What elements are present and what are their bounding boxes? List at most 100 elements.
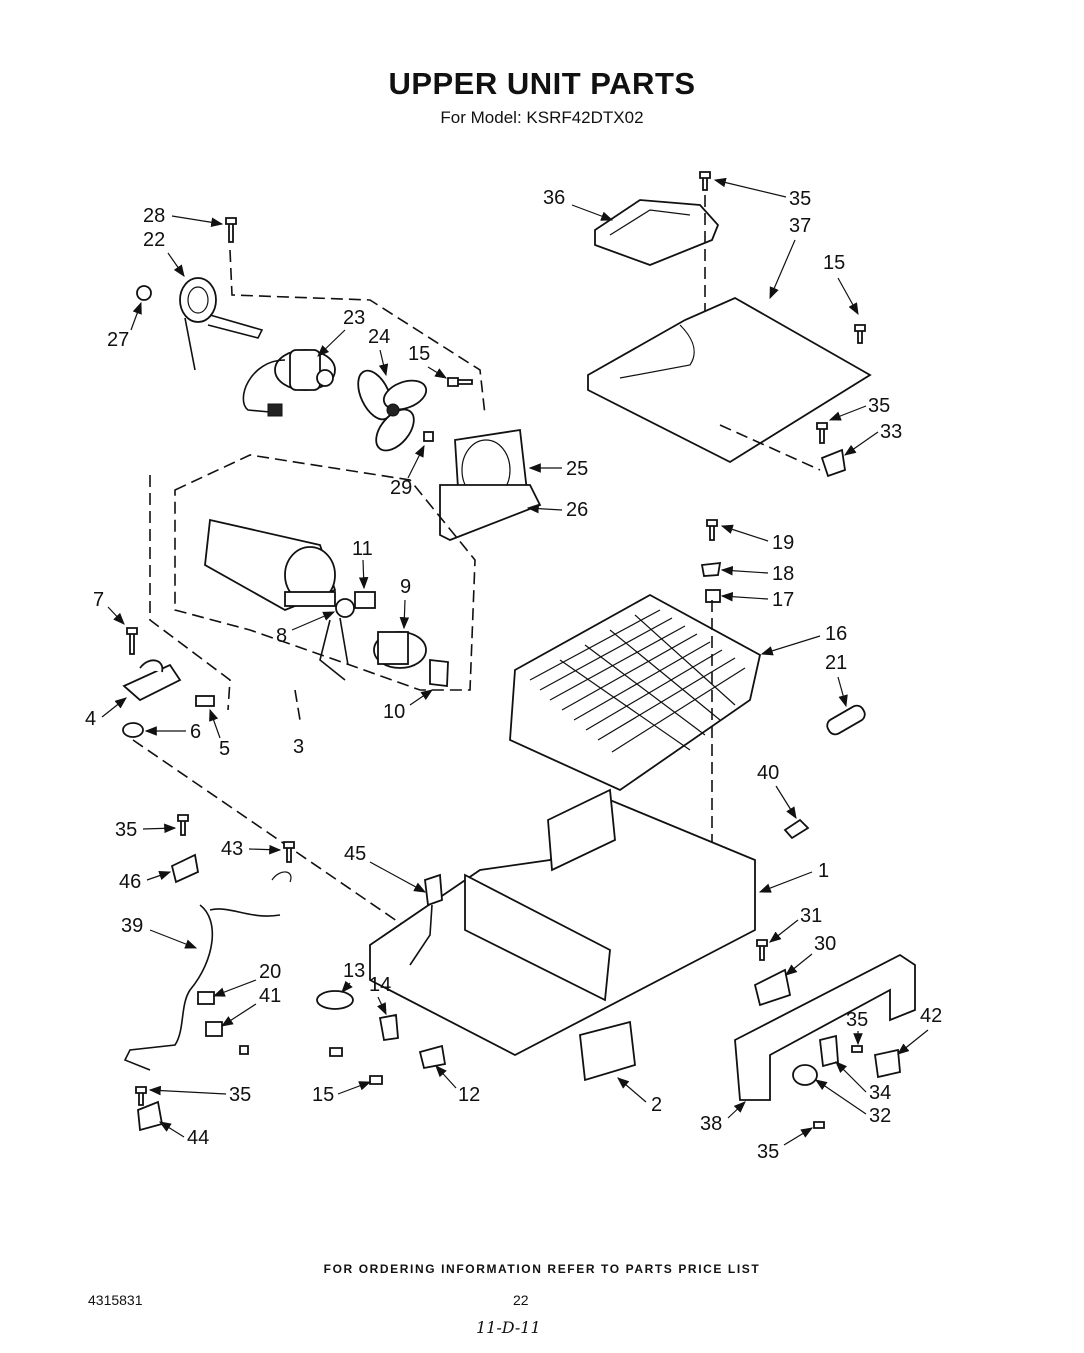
screw-15b-part [854, 324, 866, 344]
bracket-33-part [820, 448, 847, 478]
callout-46: 46 [119, 871, 141, 893]
callout-23: 23 [343, 307, 365, 329]
bracket-14-part [378, 1013, 399, 1042]
coil-16-part [509, 593, 762, 792]
compressor-assembly [149, 454, 476, 721]
callout-35f: 35 [757, 1141, 779, 1163]
compressor-mount-items [122, 627, 411, 931]
top-panel-assembly [587, 171, 872, 478]
screw-7-part [126, 627, 138, 655]
callout-40: 40 [757, 762, 779, 784]
screw-15c-part [329, 1047, 343, 1057]
callout-30: 30 [814, 933, 836, 955]
callout-7: 7 [93, 589, 104, 611]
cover-2-part [579, 1020, 636, 1082]
clip-44-part [137, 1100, 164, 1132]
screw-35b-part [816, 422, 828, 444]
callout-3: 3 [293, 736, 304, 758]
fan-base-part [439, 484, 542, 541]
fan-motor-assembly [136, 217, 542, 541]
clip-46-part [170, 853, 200, 884]
callout-15b: 15 [823, 252, 845, 274]
clip-10-part [429, 658, 449, 688]
callout-44: 44 [187, 1127, 209, 1149]
knob-32-part [792, 1064, 818, 1086]
callout-24: 24 [368, 326, 390, 348]
callout-2: 2 [651, 1094, 662, 1116]
callout-27: 27 [107, 329, 129, 351]
mount-4-part [122, 663, 182, 702]
callout-26: 26 [566, 499, 588, 521]
callout-12: 12 [458, 1084, 480, 1106]
page-title: UPPER UNIT PARTS [388, 66, 696, 101]
clip-17-part [705, 589, 721, 603]
capacitor-13-part [316, 990, 354, 1010]
callout-19: 19 [772, 532, 794, 554]
document-number: 4315831 [88, 1292, 143, 1308]
nut-27-part [136, 285, 152, 301]
callout-10: 10 [383, 701, 405, 723]
callout-8: 8 [276, 625, 287, 647]
screw-43-part [283, 841, 295, 863]
callout-36: 36 [543, 187, 565, 209]
compressor-outline [174, 454, 476, 691]
screw-28-part [225, 217, 237, 243]
callout-11: 11 [352, 538, 373, 560]
callout-39: 39 [121, 915, 143, 937]
callout-14: 14 [369, 974, 391, 996]
callout-16: 16 [825, 623, 847, 645]
callout-4: 4 [85, 708, 96, 730]
power-cord-39-part [123, 904, 214, 1071]
callout-41: 41 [259, 985, 281, 1007]
screw-35e-part [851, 1045, 863, 1053]
terminal-12-part [418, 1044, 447, 1070]
clip-18-part [700, 561, 722, 577]
callout-28: 28 [143, 205, 165, 227]
callout-42: 42 [920, 1005, 942, 1027]
thermostat-30-part [753, 968, 792, 1007]
callout-25: 25 [566, 458, 588, 480]
callout-20: 20 [259, 961, 281, 983]
drier-21-part [826, 704, 866, 736]
callout-13: 13 [343, 960, 365, 982]
wire-45-part [424, 873, 443, 907]
callout-5: 5 [219, 738, 230, 760]
callout-9: 9 [400, 576, 411, 598]
clip-34-part [819, 1034, 839, 1068]
clip-29-part [423, 431, 434, 442]
callout-34: 34 [869, 1082, 891, 1104]
cover-8-part [335, 598, 355, 618]
cover-37-part [587, 296, 872, 464]
callout-15c: 15 [312, 1084, 334, 1106]
screw-19-part [706, 519, 718, 541]
callout-31: 31 [800, 905, 822, 927]
duct-36-part [594, 199, 720, 266]
callout-labels: 28 22 27 23 24 15 29 25 26 36 35 37 15 3… [85, 177, 942, 1163]
ordering-note: FOR ORDERING INFORMATION REFER TO PARTS … [323, 1262, 761, 1276]
callout-45: 45 [344, 843, 366, 865]
callout-29: 29 [390, 477, 412, 499]
screw-31-part [756, 939, 768, 961]
callout-33: 33 [880, 421, 902, 443]
clip-20-part [197, 991, 215, 1005]
screw-15a-part [447, 377, 473, 387]
grommet-5-part [195, 695, 215, 707]
base-pan [369, 788, 810, 1082]
motor-bracket-part [179, 277, 217, 323]
screw-15d-part [369, 1075, 383, 1085]
callout-1: 1 [818, 860, 829, 882]
switch-42-part [873, 1048, 901, 1079]
handwritten-date-mark: 11-D-11 [476, 1318, 541, 1337]
callout-17: 17 [772, 589, 794, 611]
callout-43: 43 [221, 838, 243, 860]
callout-38: 38 [700, 1113, 722, 1135]
clip-40-part [783, 818, 810, 840]
callout-22: 22 [143, 229, 165, 251]
callout-21: 21 [825, 652, 847, 674]
callout-35d: 35 [229, 1084, 251, 1106]
relay-part [354, 591, 376, 609]
screw-41b [239, 1045, 249, 1055]
model-subtitle: For Model: KSRF42DTX02 [440, 108, 644, 127]
callout-35c: 35 [115, 819, 137, 841]
screw-35d-part [135, 1086, 147, 1106]
